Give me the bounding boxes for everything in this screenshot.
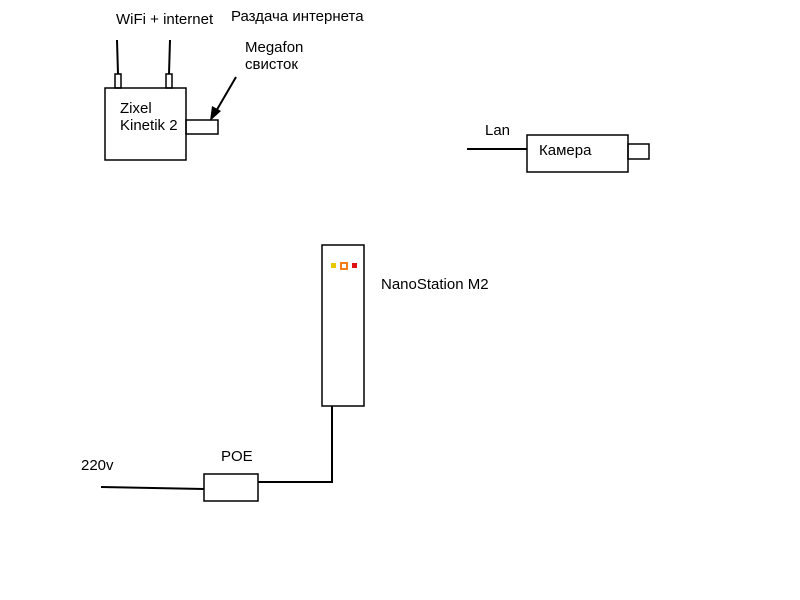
modem-label: Megafon свисток	[245, 39, 303, 73]
router-antenna-left	[114, 73, 122, 89]
router-antenna-right	[165, 73, 173, 89]
internet-sharing-label: Раздача интернета	[231, 8, 364, 25]
lan-label: Lan	[485, 122, 511, 139]
router-label: Zixel Kinetik 2	[120, 100, 178, 134]
usb-modem	[185, 119, 219, 135]
nanostation-led-yellow	[331, 263, 336, 268]
nanostation-cable	[258, 406, 333, 483]
wifi-label: WiFi + internet	[116, 11, 214, 28]
camera-label: Камера	[539, 142, 592, 159]
nanostation-led-orange	[340, 262, 348, 270]
router-label-line1: Zixel	[120, 100, 152, 117]
modem-arrow-shaft	[214, 76, 237, 114]
nanostation-label: NanoStation M2	[381, 276, 489, 293]
camera-lens	[627, 143, 650, 160]
modem-label-line1: Megafon	[245, 39, 304, 56]
nanostation-body	[321, 244, 365, 407]
power-cable	[100, 486, 205, 490]
power-label: 220v	[81, 457, 114, 474]
poe-label: POE	[221, 448, 253, 465]
router-antenna-right-wire	[168, 39, 171, 75]
modem-label-line2: свисток	[245, 56, 298, 73]
router-antenna-left-wire	[116, 39, 119, 75]
nanostation-led-red	[352, 263, 357, 268]
poe-injector	[203, 473, 259, 502]
router-label-line2: Kinetik 2	[120, 117, 178, 134]
modem-arrow-head	[210, 106, 221, 121]
